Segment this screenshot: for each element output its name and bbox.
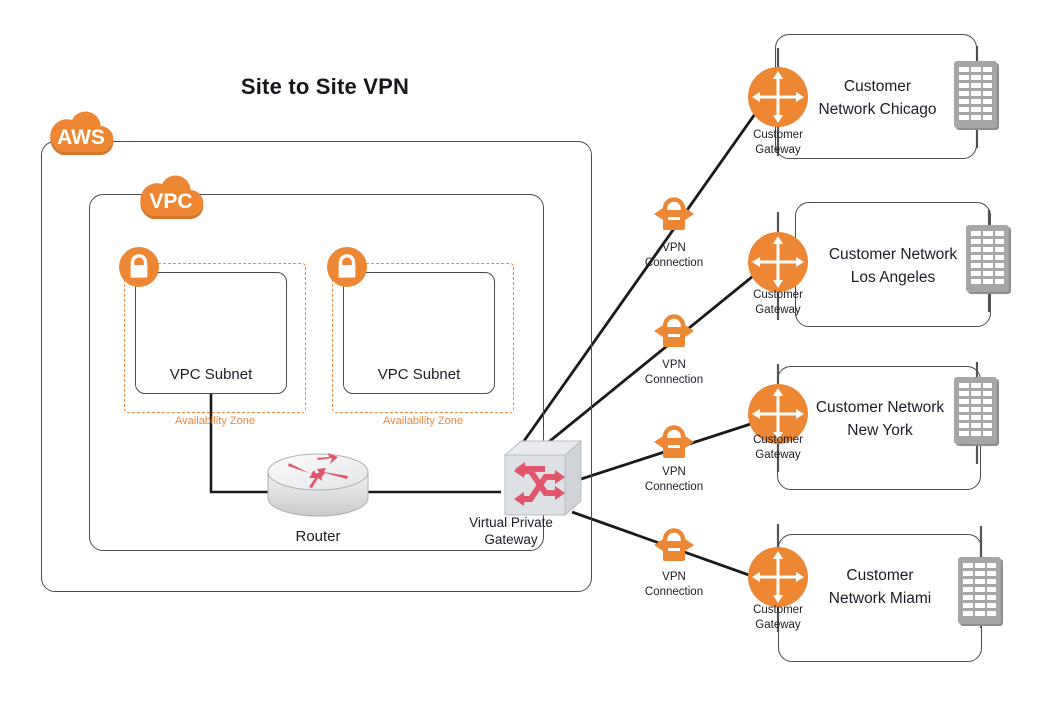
customer-gateway-3-label: Customer Gateway	[736, 433, 820, 463]
vpn-connection-1-label: VPN Connection	[628, 241, 720, 271]
building-icon	[953, 376, 1001, 448]
customer-network-newyork-label: Customer Network New York	[790, 396, 970, 442]
cgw-label-line2: Gateway	[755, 144, 801, 156]
cust-label-line2: Network Chicago	[818, 101, 937, 118]
vpc-cloud-icon: VPC	[134, 175, 208, 220]
vpc-cloud-label: VPC	[149, 190, 192, 213]
aws-cloud-label: AWS	[57, 126, 105, 149]
cgw-label-line1: Customer	[753, 434, 803, 446]
vpc-subnet-1-label: VPC Subnet	[169, 366, 253, 383]
customer-gateway-icon	[747, 546, 809, 608]
virtual-private-gateway-icon	[501, 437, 585, 521]
cust-label-line2: New York	[847, 422, 913, 439]
availability-zone-2	[332, 263, 514, 413]
customer-gateway-icon	[747, 231, 809, 293]
customer-gateway-icon	[747, 66, 809, 128]
availability-zone-1	[124, 263, 306, 413]
cgw-label-line1: Customer	[753, 289, 803, 301]
vpn-label-line2: Connection	[644, 481, 704, 493]
cust-label-line2: Network Miami	[828, 590, 932, 607]
vpn-connection-3-label: VPN Connection	[628, 465, 720, 495]
aws-cloud-icon: AWS	[44, 111, 118, 156]
cust-label-line1: Customer	[843, 78, 912, 95]
vpn-padlock-icon	[650, 521, 698, 569]
vpn-connection-4-label: VPN Connection	[628, 570, 720, 600]
vpn-label-line1: VPN	[662, 242, 686, 254]
vpg-label-line1: Virtual Private	[469, 515, 553, 530]
cgw-label-line1: Customer	[753, 129, 803, 141]
vpn-padlock-icon	[650, 190, 698, 238]
vpn-label-line1: VPN	[662, 571, 686, 583]
vpn-padlock-icon	[650, 307, 698, 355]
lock-icon	[118, 246, 160, 288]
vpn-label-line2: Connection	[644, 257, 704, 269]
availability-zone-1-label: Availability Zone	[175, 415, 255, 427]
customer-gateway-2-label: Customer Gateway	[736, 288, 820, 318]
vpc-subnet-2-label: VPC Subnet	[377, 366, 461, 383]
vpn-padlock-icon	[650, 418, 698, 466]
vpn-label-line2: Connection	[644, 374, 704, 386]
vpn-label-line1: VPN	[662, 359, 686, 371]
cgw-label-line2: Gateway	[755, 619, 801, 631]
cgw-label-line1: Customer	[753, 604, 803, 616]
virtual-private-gateway-label: Virtual Private Gateway	[451, 514, 571, 548]
customer-gateway-4-label: Customer Gateway	[736, 603, 820, 633]
building-icon	[957, 556, 1005, 628]
building-icon	[953, 60, 1001, 132]
page-title: Site to Site VPN	[240, 74, 410, 99]
vpn-label-line2: Connection	[644, 586, 704, 598]
customer-gateway-1-label: Customer Gateway	[736, 128, 820, 158]
customer-gateway-icon	[747, 383, 809, 445]
vpn-connection-2-label: VPN Connection	[628, 358, 720, 388]
cust-label-line1: Customer Network	[828, 246, 958, 263]
customer-network-miami-label: Customer Network Miami	[790, 564, 970, 610]
vpc-subnet-1	[135, 272, 287, 394]
customer-network-chicago-label: Customer Network Chicago	[790, 75, 965, 121]
router-icon	[266, 452, 370, 520]
vpn-label-line1: VPN	[662, 466, 686, 478]
cust-label-line1: Customer	[846, 567, 914, 584]
customer-network-losangeles-label: Customer Network Los Angeles	[803, 243, 983, 289]
aws-cloud-boundary	[41, 141, 592, 592]
availability-zone-2-label: Availability Zone	[383, 415, 463, 427]
lock-icon	[326, 246, 368, 288]
vpc-subnet-2	[343, 272, 495, 394]
cust-label-line1: Customer Network	[815, 399, 945, 416]
cust-label-line2: Los Angeles	[850, 269, 936, 286]
router-label: Router	[295, 528, 341, 545]
vpc-boundary	[89, 194, 544, 551]
building-icon	[965, 224, 1013, 296]
cgw-label-line2: Gateway	[755, 449, 801, 461]
vpg-label-line2: Gateway	[484, 532, 538, 547]
cgw-label-line2: Gateway	[755, 304, 801, 316]
